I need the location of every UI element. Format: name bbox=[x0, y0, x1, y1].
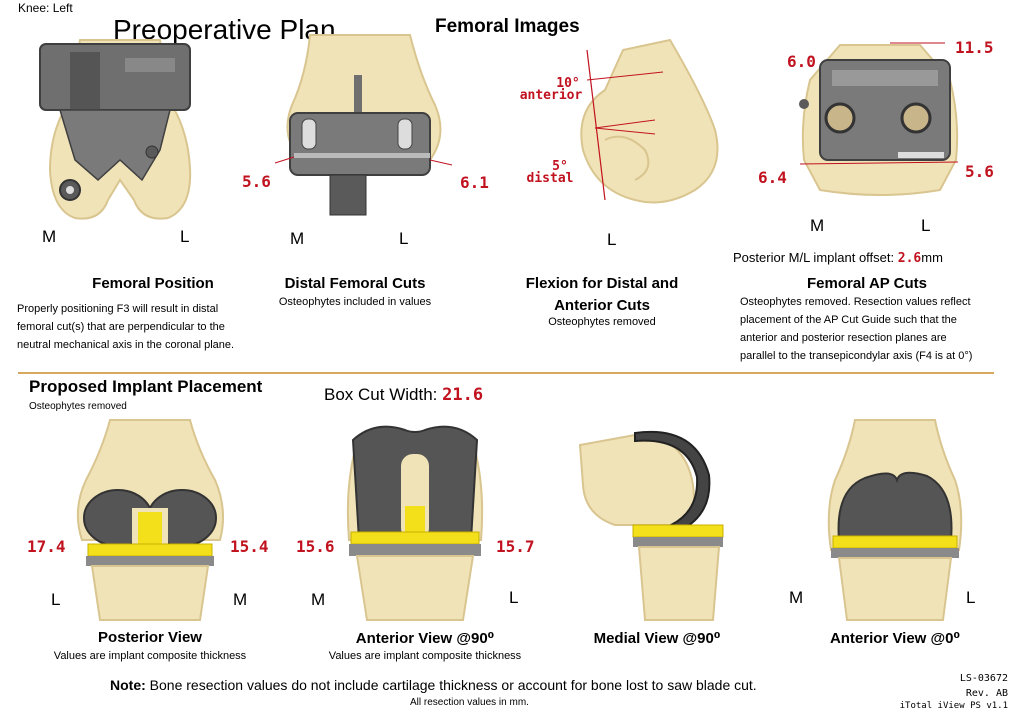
posterior-view-image bbox=[76, 419, 225, 621]
ap-cuts-desc-line: placement of the AP Cut Guide such that … bbox=[740, 314, 957, 326]
distal-cuts-label-m: M bbox=[290, 229, 305, 248]
box-cut-width: Box Cut Width: 21.6 bbox=[324, 385, 483, 405]
femoral-position-title: Femoral Position bbox=[92, 275, 214, 292]
flexion-label-l: L bbox=[607, 230, 617, 249]
section-divider bbox=[18, 372, 994, 374]
anterior-view-0-image bbox=[827, 419, 963, 621]
femoral-position-label-l: L bbox=[180, 227, 190, 246]
distal-cuts-label-l: L bbox=[399, 229, 409, 248]
posterior-offset-unit: mm bbox=[921, 250, 943, 265]
femoral-ap-cuts-title: Femoral AP Cuts bbox=[806, 275, 928, 292]
femoral-position-desc-line: Properly positioning F3 will result in d… bbox=[17, 303, 219, 315]
doc-revision: Rev. AB bbox=[965, 688, 1008, 699]
flexion-subtitle: Osteophytes removed bbox=[548, 316, 656, 328]
ap-cuts-desc-line: Osteophytes removed. Resection values re… bbox=[740, 296, 971, 308]
femoral-position-desc-line: neutral mechanical axis in the coronal p… bbox=[17, 339, 235, 351]
anterior0-label-l: L bbox=[966, 588, 976, 607]
ap-cut-value-bottom-left: 6.4 bbox=[758, 168, 787, 187]
femoral-position-description: Properly positioning F3 will result in d… bbox=[17, 300, 234, 354]
anterior90-label-m: M bbox=[311, 590, 326, 609]
knee-side-label: Knee: Left bbox=[18, 1, 73, 15]
footer-note: Note: Bone resection values do not inclu… bbox=[110, 677, 757, 693]
posterior-offset: Posterior M/L implant offset: 2.6mm bbox=[733, 250, 943, 266]
distal-cut-value-lateral: 6.1 bbox=[460, 173, 489, 192]
footer-note-label: Note: bbox=[110, 677, 146, 693]
anterior-view-90-title: Anterior View @90⁰ bbox=[355, 630, 495, 647]
ap-cuts-desc-line: parallel to the transepicondylar axis (F… bbox=[740, 350, 973, 362]
flexion-title-line2: Anterior Cuts bbox=[554, 297, 650, 314]
anterior0-label-m: M bbox=[789, 588, 804, 607]
flexion-distal-word: distal bbox=[526, 171, 574, 186]
medial-view-90-image bbox=[578, 431, 724, 621]
flexion-distal-angle: 5° bbox=[552, 159, 568, 174]
doc-info: LS-03672 Rev. AB bbox=[930, 671, 1008, 701]
ap-cut-value-bottom-right: 5.6 bbox=[965, 162, 994, 181]
posterior-offset-value: 2.6 bbox=[897, 251, 922, 266]
ap-cut-value-top-left: 6.0 bbox=[787, 52, 816, 71]
anterior90-value-right: 15.7 bbox=[496, 537, 535, 556]
section-title-femoral-images: Femoral Images bbox=[435, 16, 580, 37]
box-cut-width-label: Box Cut Width: bbox=[324, 385, 438, 404]
flexion-anterior-angle: 10° bbox=[556, 76, 580, 91]
flexion-title-line1: Flexion for Distal and bbox=[525, 275, 679, 292]
doc-id: LS-03672 bbox=[959, 673, 1008, 684]
distal-femoral-cuts-subtitle: Osteophytes included in values bbox=[278, 296, 432, 308]
medial-view-90-title: Medial View @90⁰ bbox=[593, 630, 721, 647]
footer-units: All resection values in mm. bbox=[410, 697, 529, 708]
flexion-image bbox=[580, 38, 719, 204]
anterior-view-90-image bbox=[346, 425, 484, 621]
ap-cuts-label-m: M bbox=[810, 216, 825, 235]
posterior-offset-label: Posterior M/L implant offset: bbox=[733, 250, 895, 265]
posterior-label-m: M bbox=[233, 590, 248, 609]
implant-section-title: Proposed Implant Placement bbox=[29, 377, 263, 396]
ap-cuts-label-l: L bbox=[921, 216, 931, 235]
software-version: iTotal iView PS v1.1 bbox=[899, 701, 1008, 711]
flexion-anterior-word: anterior bbox=[519, 88, 583, 103]
anterior-view-90-subtitle: Values are implant composite thickness bbox=[328, 650, 522, 662]
ap-cut-value-top-right: 11.5 bbox=[955, 38, 994, 57]
anterior90-label-l: L bbox=[509, 588, 519, 607]
ap-cuts-desc-line: anterior and posterior resection planes … bbox=[740, 332, 947, 344]
distal-cut-value-medial: 5.6 bbox=[242, 172, 271, 191]
distal-femoral-cuts-title: Distal Femoral Cuts bbox=[284, 275, 426, 292]
posterior-view-title: Posterior View bbox=[98, 629, 202, 646]
femoral-position-desc-line: femoral cut(s) that are perpendicular to… bbox=[17, 321, 225, 333]
femoral-position-image bbox=[39, 39, 192, 220]
box-cut-width-value: 21.6 bbox=[442, 385, 484, 405]
anterior-view-0-title: Anterior View @0⁰ bbox=[829, 630, 961, 647]
femoral-ap-cuts-image bbox=[799, 42, 959, 196]
femoral-ap-cuts-description: Osteophytes removed. Resection values re… bbox=[740, 293, 972, 365]
posterior-label-l: L bbox=[51, 590, 61, 609]
distal-femoral-cuts-image bbox=[274, 34, 453, 216]
footer-note-text: Bone resection values do not include car… bbox=[149, 677, 757, 693]
implant-section-subtitle: Osteophytes removed bbox=[29, 401, 127, 412]
posterior-view-subtitle: Values are implant composite thickness bbox=[53, 650, 247, 662]
posterior-value-right: 15.4 bbox=[230, 537, 269, 556]
femoral-position-label-m: M bbox=[42, 227, 57, 246]
posterior-value-left: 17.4 bbox=[27, 537, 66, 556]
anterior90-value-left: 15.6 bbox=[296, 537, 335, 556]
